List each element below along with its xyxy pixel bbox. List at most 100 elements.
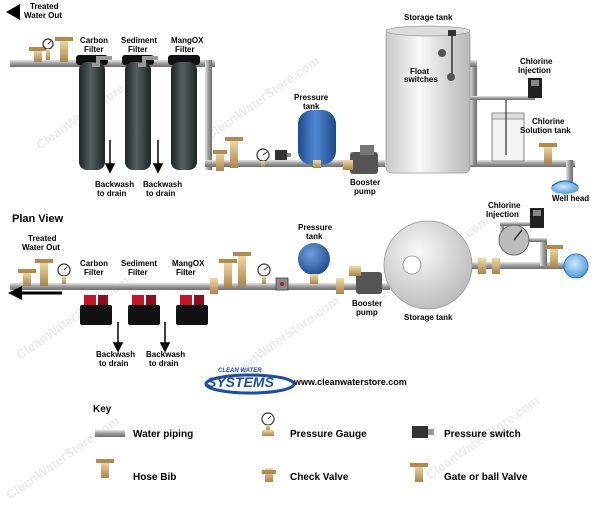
label-backwash-plan-2: to drain — [99, 359, 128, 368]
label-booster-pump-plan: Booster — [352, 299, 382, 308]
pressure-tank — [298, 110, 336, 168]
label-sediment-filter-plan: Sediment — [121, 259, 157, 268]
brand-logo: CLEAN WATER SYSTEMS — [204, 368, 296, 395]
hose-bib-icon — [18, 259, 53, 286]
svg-text:CleanWaterStore.com: CleanWaterStore.com — [3, 413, 122, 502]
label-chlorine-injection-2: Injection — [518, 66, 551, 75]
label-mangox-filter-2: Filter — [175, 45, 195, 54]
brand-name: SYSTEMS — [207, 374, 275, 390]
label-float-switches-2: switches — [404, 75, 438, 84]
outflow-arrow — [6, 4, 20, 20]
pressure-gauge-icon — [57, 263, 71, 284]
label-pressure-tank-plan-2: tank — [306, 232, 323, 241]
label-treated-water-out: Treated — [30, 2, 59, 11]
label-carbon-filter-plan: Carbon — [80, 259, 108, 268]
check-valve-icon — [210, 278, 218, 294]
label-backwash-plan: Backwash — [146, 350, 185, 359]
label-pressure-tank-plan: Pressure — [298, 223, 333, 232]
key-pressure-switch-label: Pressure switch — [444, 429, 521, 440]
key-hose-bib-icon — [96, 459, 114, 478]
storage-tank — [385, 25, 471, 174]
outflow-arrow — [8, 286, 62, 300]
label-chlorine-solution-tank: Chlorine — [532, 117, 565, 126]
gate-valve-icon — [539, 143, 557, 164]
brand-url: www.cleanwaterstore.com — [293, 377, 407, 387]
label-float-switches: Float — [410, 67, 429, 76]
carbon-filter-plan — [80, 295, 112, 325]
booster-pump — [343, 145, 378, 174]
key-pressure-switch-icon — [412, 426, 434, 438]
label-backwash-2: to drain — [146, 189, 175, 198]
storage-tank-plan — [383, 220, 473, 310]
key-pressure-gauge-label: Pressure Gauge — [290, 429, 367, 440]
diagram-labels: Treated Water Out Carbon Filter Sediment… — [12, 2, 589, 483]
float-switches — [438, 30, 456, 81]
gate-valve-icon — [219, 252, 251, 288]
label-sediment-filter: Sediment — [121, 36, 157, 45]
label-backwash: Backwash — [143, 180, 182, 189]
mangox-filter — [168, 55, 200, 170]
chlorine-solution-tank — [491, 100, 525, 162]
label-backwash: Backwash — [95, 180, 134, 189]
drain-arrows-plan — [112, 322, 171, 353]
sediment-filter-plan — [128, 295, 160, 325]
label-chlorine-solution-tank-2: Solution tank — [520, 126, 571, 135]
label-storage-tank-plan: Storage tank — [404, 313, 453, 322]
label-mangox-filter: MangOX — [171, 36, 204, 45]
label-backwash-plan-2: to drain — [149, 359, 178, 368]
label-carbon-filter-2: Filter — [84, 45, 104, 54]
pressure-tank-plan — [298, 243, 330, 284]
label-chlorine-injection-plan: Chlorine — [488, 201, 521, 210]
pressure-switch-icon — [275, 277, 289, 291]
label-carbon-filter-plan-2: Filter — [84, 268, 104, 277]
pressure-gauge-icon — [256, 148, 270, 167]
label-chlorine-injection: Chlorine — [520, 57, 553, 66]
gate-valve-icon — [545, 245, 563, 268]
label-chlorine-injection-plan-2: Injection — [486, 210, 519, 219]
label-treated-water-out-plan-2: Water Out — [22, 243, 60, 252]
carbon-filter — [76, 55, 112, 170]
key-title: Key — [93, 404, 112, 415]
label-treated-water-out-plan: Treated — [28, 234, 57, 243]
water-piping-plan — [10, 222, 574, 290]
check-valve-icon — [336, 278, 344, 294]
label-sediment-filter-plan-2: Filter — [128, 268, 148, 277]
label-backwash-plan: Backwash — [96, 350, 135, 359]
gate-valve-icon — [213, 137, 243, 171]
well-head — [551, 180, 579, 194]
label-booster-pump-2: pump — [354, 187, 376, 196]
label-pressure-tank: Pressure — [294, 93, 329, 102]
key-gate-valve-label: Gate or ball Valve — [444, 472, 528, 483]
key-check-valve-icon — [262, 468, 276, 482]
check-valve-icon — [478, 258, 500, 274]
key-check-valve-label: Check Valve — [290, 472, 349, 483]
key-water-piping-icon — [95, 430, 125, 437]
label-booster-pump-plan-2: pump — [356, 308, 378, 317]
hose-bib-icon — [29, 37, 73, 62]
label-pressure-tank-2: tank — [303, 102, 320, 111]
key-water-piping-label: Water piping — [133, 429, 193, 440]
label-mangox-filter-plan: MangOX — [172, 259, 205, 268]
key-hose-bib-label: Hose Bib — [133, 472, 176, 483]
chlorine-injection-pump-plan — [530, 208, 544, 228]
label-mangox-filter-plan-2: Filter — [176, 268, 196, 277]
label-booster-pump: Booster — [350, 178, 380, 187]
booster-pump-plan — [349, 266, 382, 294]
label-backwash-2: to drain — [97, 189, 126, 198]
label-plan-view: Plan View — [12, 213, 64, 225]
label-well-head: Well head — [552, 194, 589, 203]
mangox-filter-plan — [176, 295, 208, 325]
key-gate-valve-icon — [410, 463, 428, 482]
label-sediment-filter-2: Filter — [128, 45, 148, 54]
brand-top: CLEAN WATER — [218, 368, 262, 374]
chlorine-injection-pump — [528, 78, 542, 98]
pressure-switch-icon — [275, 150, 291, 160]
label-treated-water-out-2: Water Out — [24, 11, 62, 20]
label-storage-tank: Storage tank — [404, 13, 453, 22]
pressure-gauge-icon — [257, 263, 271, 284]
sediment-filter — [122, 55, 158, 170]
key-pressure-gauge-icon — [261, 412, 275, 436]
chlorine-solution-tank-plan — [498, 224, 530, 256]
well-head-plan — [563, 253, 589, 279]
